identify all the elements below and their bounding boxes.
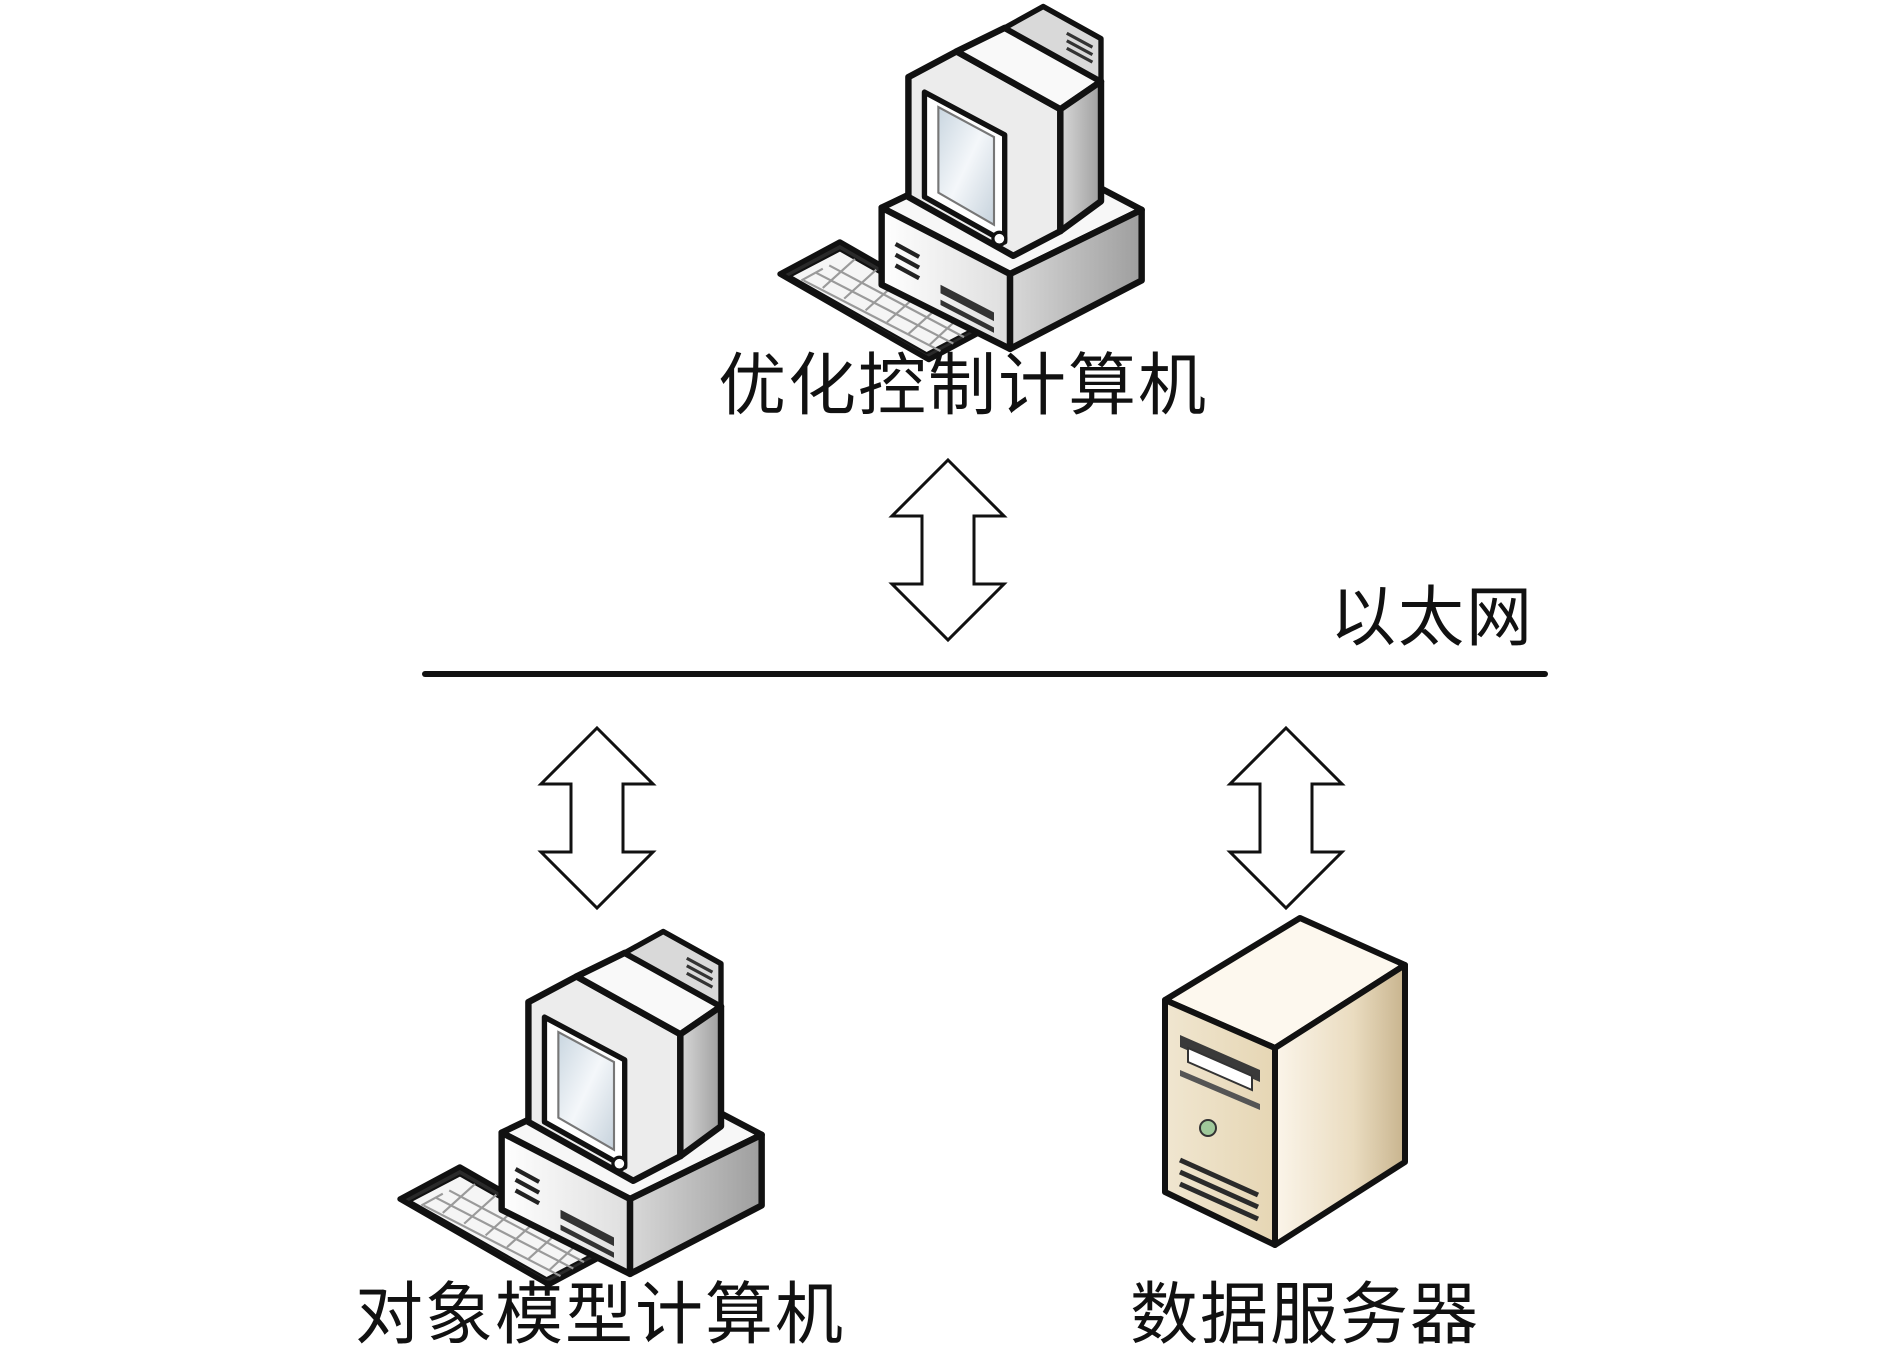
model-computer-icon [400, 932, 762, 1285]
model-computer-label: 对象模型计算机 [355, 1276, 846, 1355]
data-server-label: 数据服务器 [1130, 1276, 1481, 1355]
ethernet-label: 以太网 [1330, 579, 1534, 656]
optimization-computer-icon [780, 6, 1142, 359]
optimization-computer-label: 优化控制计算机 [718, 347, 1209, 426]
arrow-server-to-network [1228, 726, 1344, 910]
arrow-model-to-network [539, 726, 655, 910]
arrow-top-to-network [890, 458, 1006, 642]
tower-server-icon [1162, 915, 1408, 1248]
